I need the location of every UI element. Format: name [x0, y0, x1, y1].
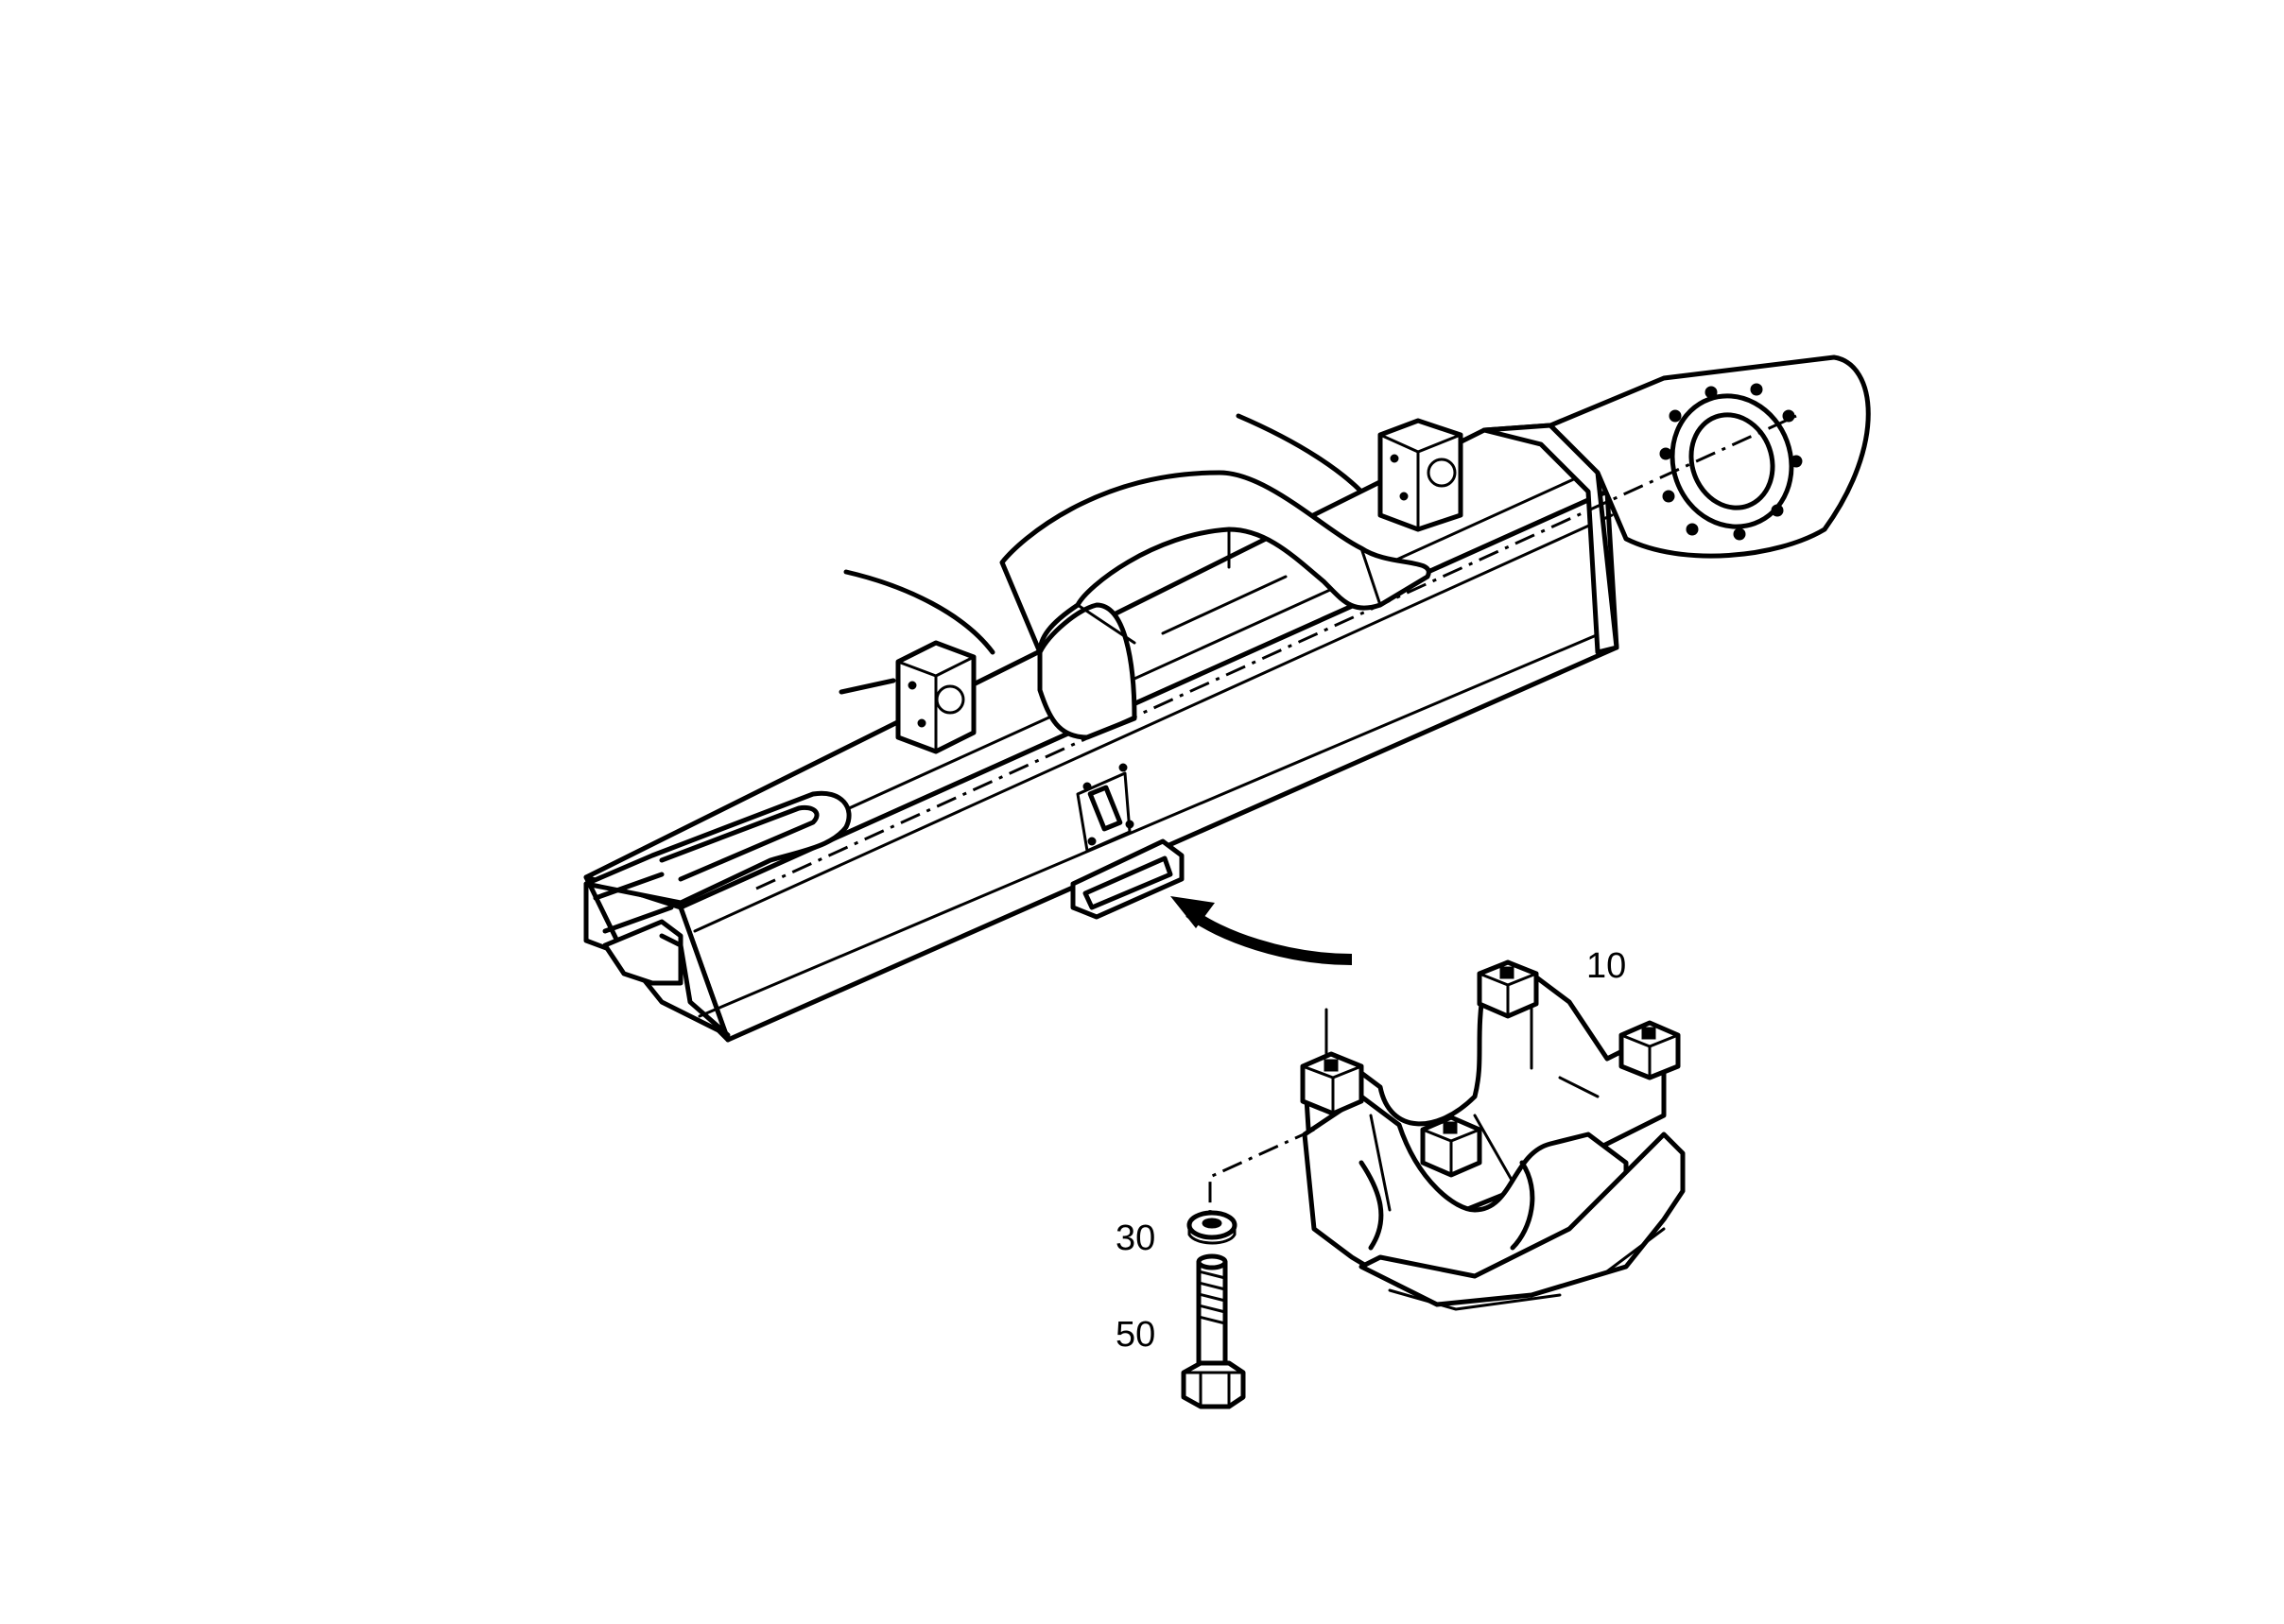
bracket-cube-back-left — [1477, 959, 1539, 1019]
ring-bolt-holes — [1659, 383, 1803, 541]
bracket-cube-front-left — [1300, 1051, 1364, 1116]
bracket-cube-back-right — [1618, 1020, 1681, 1080]
label-part-50: 50 — [1116, 1315, 1155, 1355]
part-10-bracket — [1208, 959, 1686, 1311]
bracket-cube-front-right — [1420, 1114, 1482, 1178]
bolt-thread — [1197, 1270, 1227, 1325]
beam-frame — [583, 354, 1871, 1043]
part-30-washer — [1186, 1210, 1237, 1245]
label-part-10: 10 — [1586, 946, 1626, 986]
part-50-bolt — [1181, 1253, 1246, 1409]
assembly-arrow — [1170, 896, 1353, 965]
label-part-30: 30 — [1116, 1218, 1155, 1258]
